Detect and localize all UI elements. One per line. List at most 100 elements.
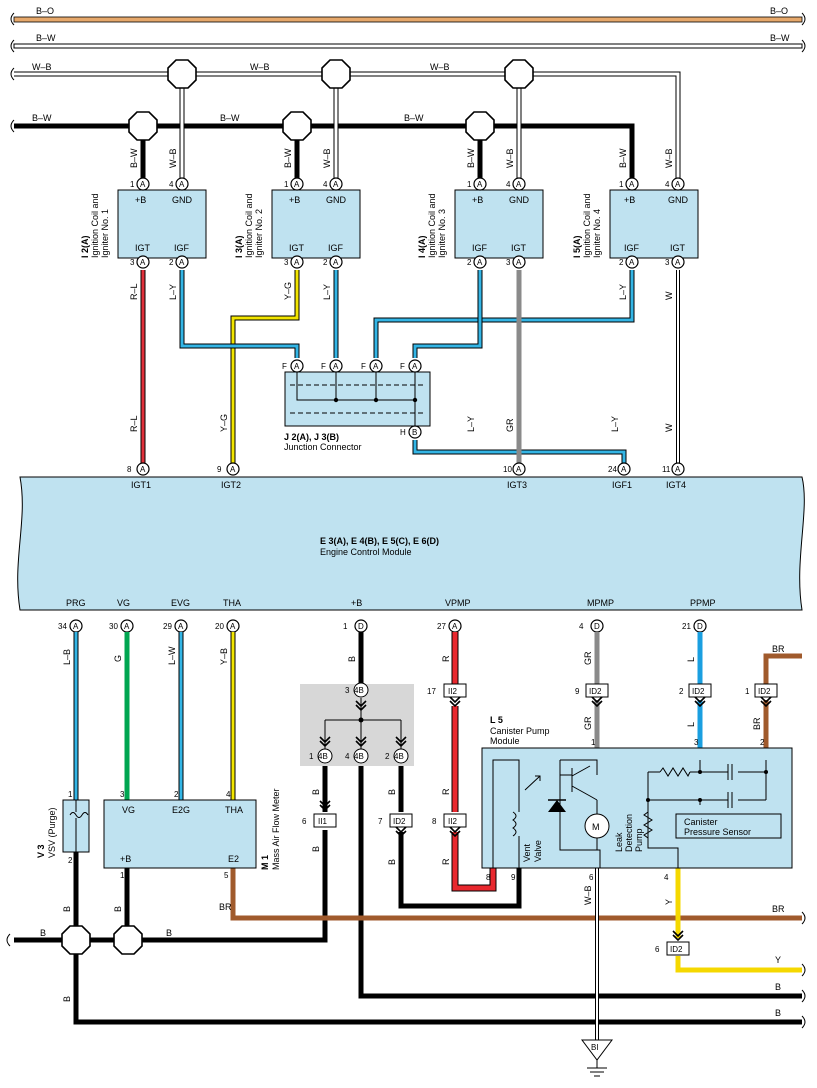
conn-pin-17: 17 xyxy=(427,687,436,696)
vsv-purge: 1 2 V 3 VSV (Purge) xyxy=(36,790,90,865)
maf-e2: E2 xyxy=(228,854,239,864)
wire-label-ly-i3: L–Y xyxy=(466,416,476,432)
ecm-pin-num: 30 xyxy=(109,622,118,631)
igniter-terminal-label: GND xyxy=(668,195,689,205)
wire-label-rl-top: R–L xyxy=(129,283,139,300)
pump-sensor-1: Canister xyxy=(684,817,718,827)
igniter-terminal-label: +B xyxy=(289,195,300,205)
conn-id2-e: ID2 xyxy=(670,945,683,954)
lower-wires: L–B G L–W Y–B B R GR L BR GR L BR B B R … xyxy=(6,632,806,1040)
maf-name: Mass Air Flow Meter xyxy=(271,788,281,870)
maf-tha: THA xyxy=(225,805,243,815)
maf-pin-4: 4 xyxy=(226,790,231,799)
ecm-pin-num: 1 xyxy=(343,622,348,631)
wire-label-b-vsv-low: B xyxy=(62,996,72,1002)
wire-label-ly-i2: L–Y xyxy=(322,284,332,300)
igniter-pin-num: 1 xyxy=(130,180,135,189)
igniter-terminal-label: GND xyxy=(172,195,193,205)
jc-pin-a3: A xyxy=(373,362,379,371)
wire-label-bw: B–W xyxy=(36,33,56,43)
vsv-code: V 3 xyxy=(36,844,46,858)
ecm-pin-num: 34 xyxy=(58,622,67,631)
ecm-pin-name: MPMP xyxy=(587,598,614,608)
igniter-pin-num: 3 xyxy=(284,258,289,267)
jc-f2: F xyxy=(321,362,326,371)
pump-pin-2: 2 xyxy=(760,738,765,747)
pump-motor-m: M xyxy=(592,822,600,832)
igniter-name-1: Ignition Coil and xyxy=(427,193,437,258)
igniter-wire-label: W–B xyxy=(322,148,332,168)
igniter-wire-label: W–B xyxy=(168,148,178,168)
maf-code: M 1 xyxy=(260,855,270,870)
igniter-pin-num: 4 xyxy=(665,180,670,189)
ecm-code: E 3(A), E 4(B), E 5(C), E 6(D) xyxy=(320,536,439,546)
pump-pin-8: 8 xyxy=(486,873,491,882)
ecm-pin-num: 10 xyxy=(503,465,512,474)
ecm-conn-letter: D xyxy=(697,622,703,631)
ecm-pin-name: VPMP xyxy=(445,598,471,608)
igniter-code: I 4(A) xyxy=(417,235,427,258)
jc-f3: F xyxy=(361,362,366,371)
igniter-wire-label: B–W xyxy=(618,148,628,168)
jc-h: H xyxy=(400,428,406,437)
bus-bo: B–O B–O xyxy=(10,6,806,26)
wire-label-b-mid: B xyxy=(166,928,172,938)
igniter-terminal-label: GND xyxy=(326,195,347,205)
igniter-pin-num: 2 xyxy=(323,258,328,267)
splice-4b-2: 4B xyxy=(394,752,404,761)
igniter-name-2: Igniter No. 2 xyxy=(254,209,264,258)
wire-label-b-maf: B xyxy=(113,906,123,912)
wire-label-lw: L–W xyxy=(167,646,177,665)
jc-pin-a2: A xyxy=(333,362,339,371)
ecm-conn-letter: A xyxy=(452,622,458,631)
wire-label-br-right: BR xyxy=(772,904,785,914)
igniter-pin-num: 2 xyxy=(467,258,472,267)
wire-label-b-ii1: B xyxy=(311,846,321,852)
wire-label-wb-2: W–B xyxy=(250,62,270,72)
ecm-pin-name: +B xyxy=(351,598,362,608)
igniter-name-1: Ignition Coil and xyxy=(244,193,254,258)
vsv-pin-2: 2 xyxy=(68,856,73,865)
maf-e2g: E2G xyxy=(172,805,190,815)
conn-pin-8: 8 xyxy=(432,817,437,826)
igniter-pin-num: 3 xyxy=(665,258,670,267)
ecm-bottom-pins: A34PRGA30VGA29EVGA20THAD1+BA27VPMPD4MPMP… xyxy=(58,598,716,633)
igniter-terminal-label: +B xyxy=(472,195,483,205)
igniter-pin-num: 1 xyxy=(467,180,472,189)
igniter-name-2: Igniter No. 1 xyxy=(100,209,110,258)
wire-label-b-id2: B xyxy=(387,859,397,865)
conn-ii2-a: II2 xyxy=(448,687,457,696)
igniter-terminal-label: IGT xyxy=(135,243,151,253)
pump-leak-3: Pump xyxy=(634,828,644,852)
wire-label-bw-right: B–W xyxy=(770,33,790,43)
igniter-terminal-label: IGT xyxy=(511,243,527,253)
ground-label: BI xyxy=(591,1043,599,1052)
pump-vent-2: Valve xyxy=(533,840,543,862)
ecm-pin-name: VG xyxy=(117,598,130,608)
igniter-pin-num: 4 xyxy=(323,180,328,189)
wire-label-l-top: L xyxy=(686,657,696,662)
wire-label-br-mid: BR xyxy=(752,717,762,730)
conn-pin-6-ii1: 6 xyxy=(302,817,307,826)
conn-ii2-b: II2 xyxy=(448,817,457,826)
igniter-pin-num: 4 xyxy=(169,180,174,189)
pump-pin-1: 1 xyxy=(591,738,596,747)
conn-id2-b: ID2 xyxy=(692,687,705,696)
ecm-pin-name: IGT1 xyxy=(131,480,151,490)
igniter-terminal-label: IGF xyxy=(472,243,488,253)
igniter-conn-a: A xyxy=(333,180,339,189)
ecm-pin-name: EVG xyxy=(171,598,190,608)
pump-pin-9: 9 xyxy=(511,873,516,882)
igniter-conn-a: A xyxy=(294,258,300,267)
conn-pin-7: 7 xyxy=(378,817,383,826)
ecm-pin-name: IGF1 xyxy=(612,480,632,490)
igniter-pin-num: 3 xyxy=(130,258,135,267)
igniter-terminal-label: IGF xyxy=(174,243,190,253)
pump-vent-1: Vent xyxy=(522,843,532,862)
ecm-pin-num: 20 xyxy=(215,622,224,631)
